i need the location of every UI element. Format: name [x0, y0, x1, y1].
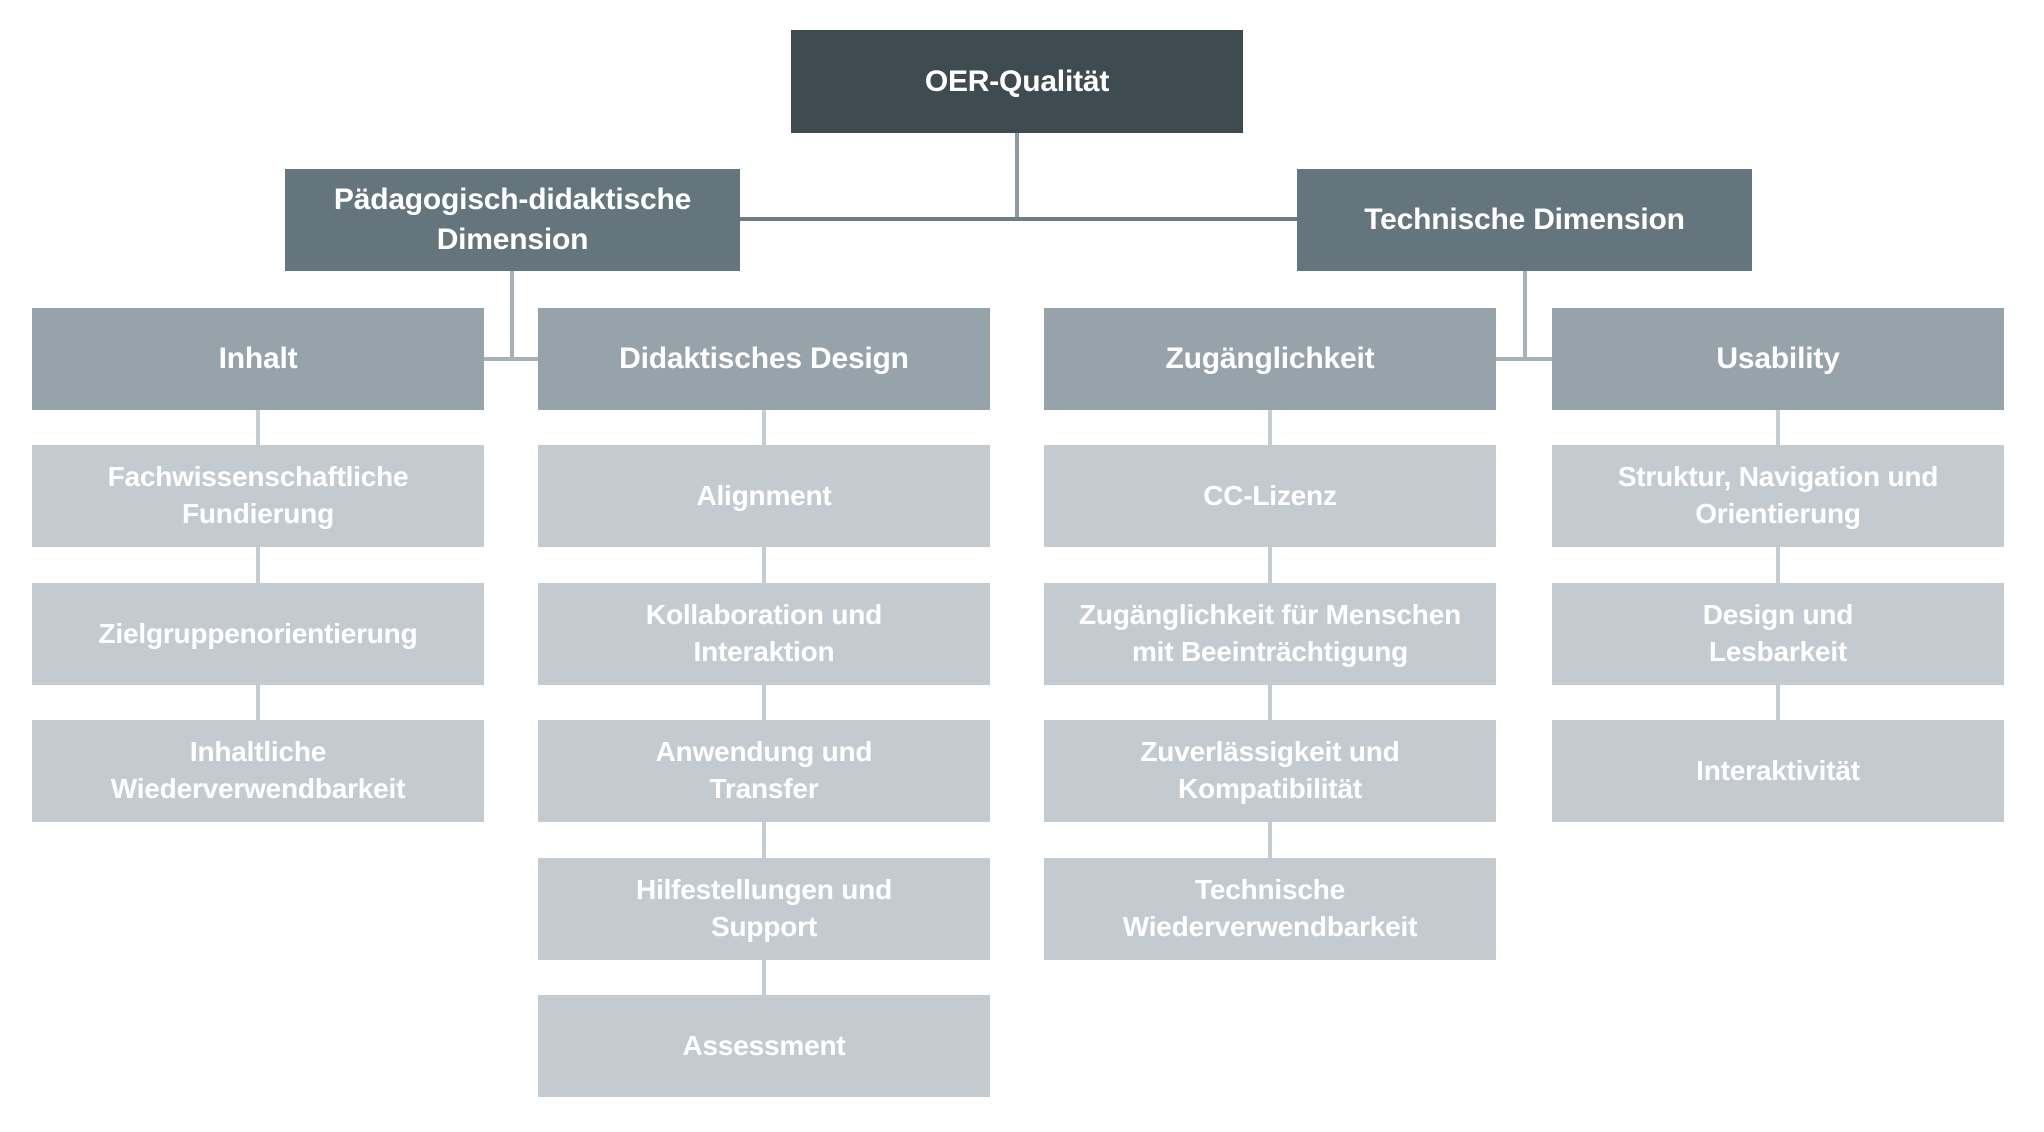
node-label: Technische Wiederverwendbarkeit — [1122, 874, 1418, 942]
node-label: Alignment — [696, 479, 832, 511]
node-label: Design und Lesbarkeit — [1702, 599, 1854, 667]
node-label: Struktur, Navigation und Orientierung — [1617, 461, 1939, 529]
node-label: Zuverlässigkeit und Kompatibilität — [1140, 736, 1400, 804]
node-label: Interaktivität — [1696, 754, 1860, 786]
connector-dimensions-bar — [740, 217, 1297, 221]
node-leaf-fachwissenschaftliche-fundierung: Fachwissenschaftliche Fundierung — [32, 445, 484, 547]
node-label: Fachwissenschaftliche Fundierung — [107, 461, 409, 529]
node-leaf-anwendung-transfer: Anwendung und Transfer — [538, 720, 990, 822]
node-label: CC-Lizenz — [1203, 479, 1337, 511]
node-label: Pädagogisch-didaktische Dimension — [333, 183, 692, 256]
connector-column-didaktisches-design — [762, 410, 766, 997]
connector-column-inhalt — [256, 410, 260, 722]
node-label: Usability — [1716, 342, 1840, 376]
node-leaf-hilfestellungen-support: Hilfestellungen und Support — [538, 858, 990, 960]
connector-categories-bar-left — [484, 357, 538, 361]
node-cat-usability: Usability — [1552, 308, 2004, 410]
node-label: Zugänglichkeit — [1165, 342, 1375, 376]
node-dim-paedagogisch-didaktische: Pädagogisch-didaktische Dimension — [285, 169, 740, 271]
node-label: Didaktisches Design — [619, 342, 909, 376]
node-dim-technische: Technische Dimension — [1297, 169, 1752, 271]
connector-categories-bar-right — [1496, 357, 1552, 361]
node-label: Inhaltliche Wiederverwendbarkeit — [110, 736, 406, 804]
node-label: Assessment — [682, 1029, 846, 1061]
node-leaf-assessment: Assessment — [538, 995, 990, 1097]
node-cat-zugaenglichkeit: Zugänglichkeit — [1044, 308, 1496, 410]
node-leaf-interaktivitaet: Interaktivität — [1552, 720, 2004, 822]
node-leaf-zuverlaessigkeit-kompatibilitaet: Zuverlässigkeit und Kompatibilität — [1044, 720, 1496, 822]
node-leaf-technische-wiederverwendbarkeit: Technische Wiederverwendbarkeit — [1044, 858, 1496, 960]
node-leaf-struktur-navigation-orientierung: Struktur, Navigation und Orientierung — [1552, 445, 2004, 547]
node-label: Zugänglichkeit für Menschen mit Beeinträ… — [1079, 599, 1461, 667]
node-leaf-alignment: Alignment — [538, 445, 990, 547]
node-label: Kollaboration und Interaktion — [645, 599, 883, 667]
connector-dim-technische-drop — [1523, 271, 1527, 361]
node-cat-didaktisches-design: Didaktisches Design — [538, 308, 990, 410]
node-cat-inhalt: Inhalt — [32, 308, 484, 410]
node-label: Anwendung und Transfer — [655, 736, 873, 804]
node-label: Hilfestellungen und Support — [636, 874, 892, 942]
node-leaf-zielgruppenorientierung: Zielgruppenorientierung — [32, 583, 484, 685]
connector-column-usability — [1776, 410, 1780, 722]
node-label: OER-Qualität — [924, 64, 1110, 98]
node-leaf-design-lesbarkeit: Design und Lesbarkeit — [1552, 583, 2004, 685]
node-label: Zielgruppenorientierung — [98, 617, 418, 649]
node-leaf-cc-lizenz: CC-Lizenz — [1044, 445, 1496, 547]
node-root-oer-qualitaet: OER-Qualität — [791, 30, 1243, 133]
node-leaf-zugaenglichkeit-fuer-menschen: Zugänglichkeit für Menschen mit Beeinträ… — [1044, 583, 1496, 685]
node-leaf-inhaltliche-wiederverwendbarkeit: Inhaltliche Wiederverwendbarkeit — [32, 720, 484, 822]
connector-root-drop — [1015, 133, 1019, 221]
connector-dim-paedagogisch-drop — [510, 271, 514, 361]
node-leaf-kollaboration-interaktion: Kollaboration und Interaktion — [538, 583, 990, 685]
node-label: Technische Dimension — [1364, 203, 1685, 237]
node-label: Inhalt — [218, 342, 298, 376]
